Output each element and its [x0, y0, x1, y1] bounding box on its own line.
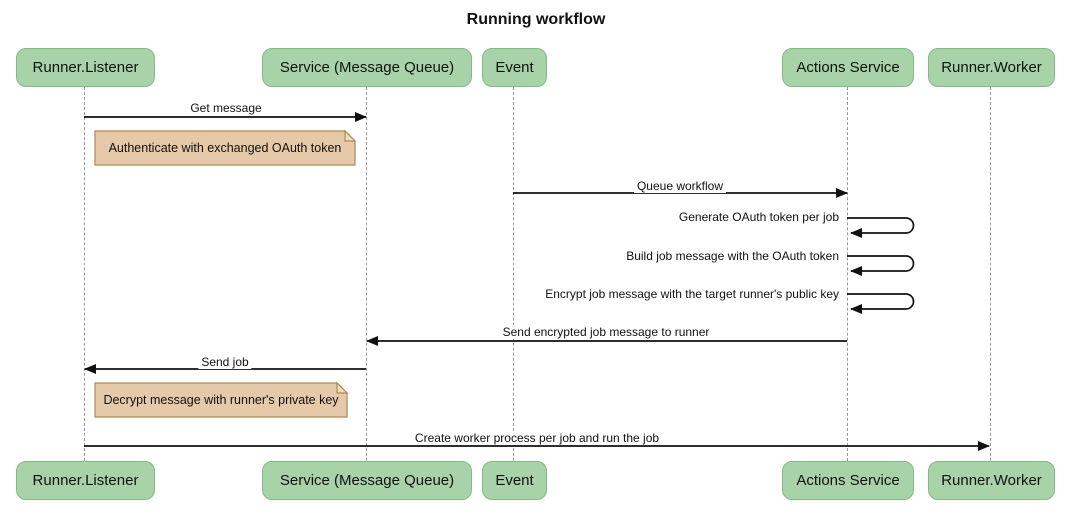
self-loop-generate-oauth-token	[847, 217, 915, 238]
self-loop-build-job-message	[847, 255, 915, 276]
lifeline-service-message-queue	[366, 87, 367, 461]
lifeline-runner-listener	[84, 87, 85, 461]
message-label-send-encrypted-job-message: Send encrypted job message to runner	[499, 325, 713, 339]
note-shape-authenticate	[94, 130, 356, 166]
note-fold-authenticate	[344, 129, 357, 142]
self-loop-encrypt-job-message	[847, 293, 915, 314]
participant-bottom-service-message-queue: Service (Message Queue)	[262, 461, 472, 500]
participant-top-runner-listener: Runner.Listener	[16, 48, 155, 87]
participant-top-runner-worker: Runner.Worker	[928, 48, 1055, 87]
participant-top-service-message-queue: Service (Message Queue)	[262, 48, 472, 87]
lifeline-runner-worker	[990, 87, 991, 461]
message-label-build-job-message: Build job message with the OAuth token	[626, 249, 839, 263]
message-label-get-message: Get message	[187, 101, 265, 115]
participant-bottom-actions-service: Actions Service	[782, 461, 914, 500]
note-fold-decrypt	[336, 381, 349, 394]
lifeline-actions-service	[847, 87, 848, 461]
message-label-create-worker-process: Create worker process per job and run th…	[411, 431, 663, 445]
message-label-send-job: Send job	[198, 355, 252, 369]
message-label-queue-workflow: Queue workflow	[633, 179, 727, 193]
message-label-encrypt-job-message: Encrypt job message with the target runn…	[545, 287, 839, 301]
participant-top-event: Event	[482, 48, 547, 87]
note-decrypt-private-key: Decrypt message with runner's private ke…	[103, 393, 339, 407]
message-label-generate-oauth-token: Generate OAuth token per job	[678, 210, 839, 224]
note-authenticate-oauth: Authenticate with exchanged OAuth token	[108, 141, 342, 155]
diagram-title: Running workflow	[466, 11, 606, 28]
participant-top-actions-service: Actions Service	[782, 48, 914, 87]
note-shape-decrypt	[94, 382, 348, 418]
participant-bottom-runner-listener: Runner.Listener	[16, 461, 155, 500]
participant-bottom-event: Event	[482, 461, 547, 500]
participant-bottom-runner-worker: Runner.Worker	[928, 461, 1055, 500]
lifeline-event	[513, 87, 514, 461]
